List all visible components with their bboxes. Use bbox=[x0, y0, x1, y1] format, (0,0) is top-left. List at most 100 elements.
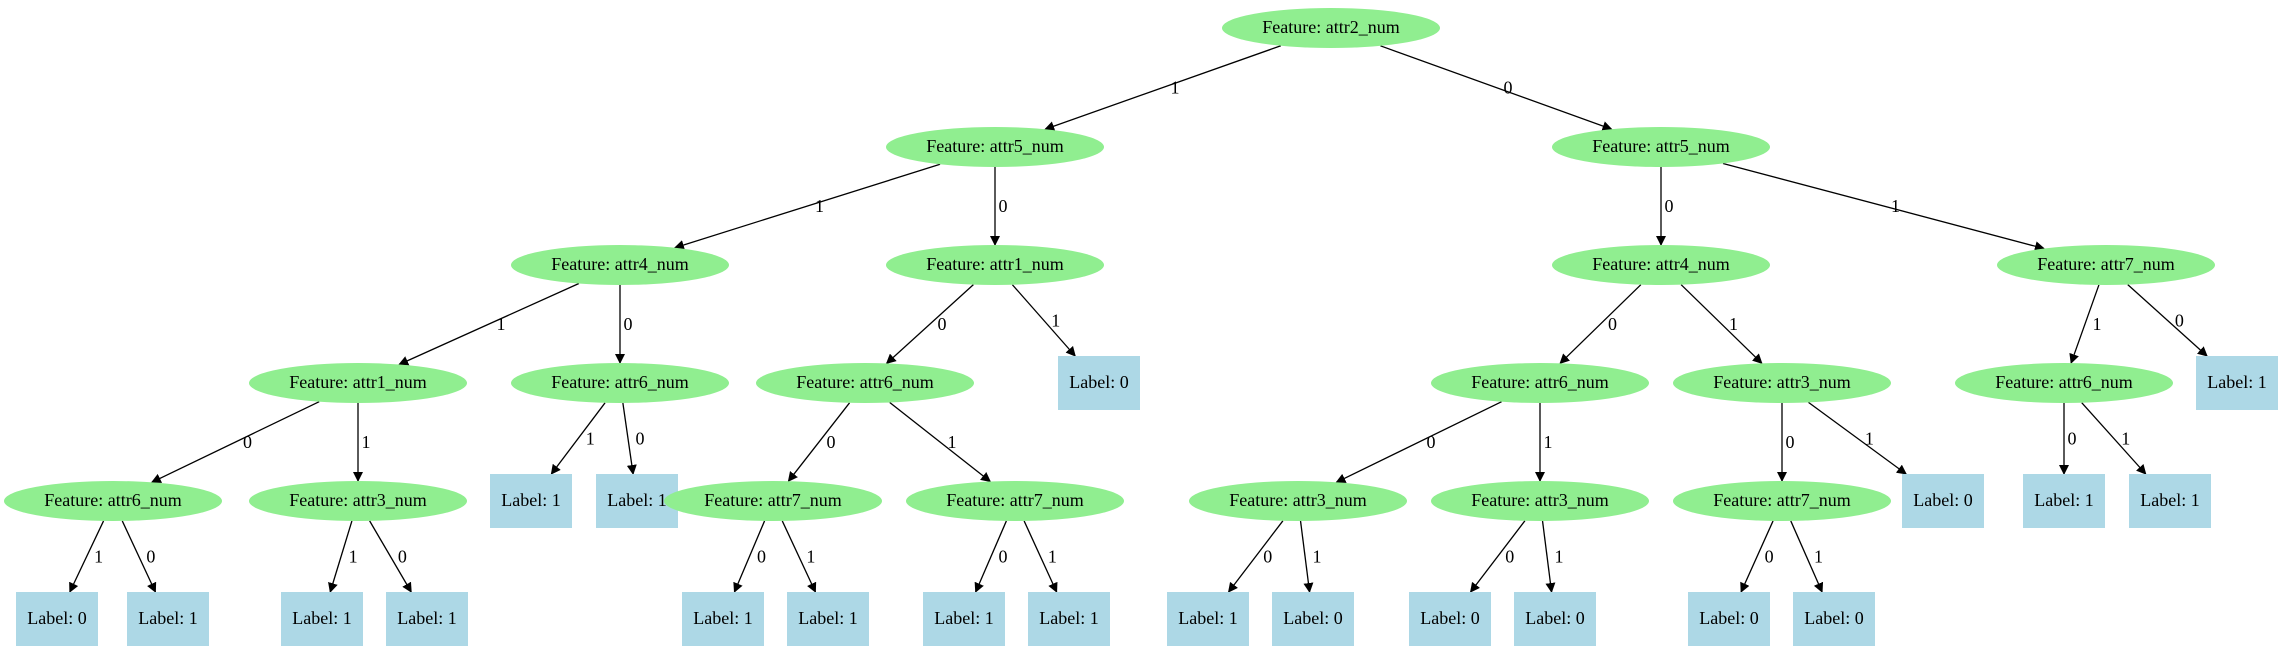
feature-node-ellipse bbox=[511, 363, 729, 403]
node-text: Label: 1 bbox=[1039, 608, 1098, 628]
label-node-box bbox=[2129, 474, 2211, 528]
node-text: Feature: attr3_num bbox=[289, 490, 426, 510]
label-node: Label: 1 bbox=[682, 592, 764, 646]
label-node: Label: 1 bbox=[923, 592, 1005, 646]
node-text: Feature: attr3_num bbox=[1713, 372, 1850, 392]
node-text: Feature: attr3_num bbox=[1471, 490, 1608, 510]
node-text: Feature: attr6_num bbox=[796, 372, 933, 392]
edge-label: 0 bbox=[938, 314, 947, 334]
tree-edge-n20-n34 bbox=[1023, 520, 1058, 593]
label-node-box bbox=[1058, 356, 1140, 410]
tree-edge-n15-n28 bbox=[121, 520, 157, 593]
tree-edge-n3-n7 bbox=[398, 282, 580, 366]
edge-label: 0 bbox=[2068, 429, 2077, 449]
tree-edge-n9-n19 bbox=[787, 402, 851, 482]
edge-label: 1 bbox=[2093, 314, 2102, 334]
node-text: Feature: attr1_num bbox=[289, 372, 426, 392]
feature-node-ellipse bbox=[1431, 481, 1649, 521]
label-node-box bbox=[682, 592, 764, 646]
tree-edge-n8-n17 bbox=[550, 402, 606, 475]
node-text: Label: 0 bbox=[1804, 608, 1863, 628]
node-text: Feature: attr5_num bbox=[926, 136, 1063, 156]
node-text: Label: 0 bbox=[1913, 490, 1972, 510]
feature-node-ellipse bbox=[906, 481, 1124, 521]
node-text: Feature: attr5_num bbox=[1592, 136, 1729, 156]
edge-label: 0 bbox=[1665, 196, 1674, 216]
feature-node: Feature: attr4_num bbox=[511, 245, 729, 285]
node-text: Feature: attr7_num bbox=[2037, 254, 2174, 274]
feature-node-ellipse bbox=[1552, 127, 1770, 167]
label-node-box bbox=[787, 592, 869, 646]
tree-edge-n20-n33 bbox=[974, 520, 1007, 593]
feature-node: Feature: attr4_num bbox=[1552, 245, 1770, 285]
feature-node: Feature: attr1_num bbox=[886, 245, 1104, 285]
feature-node: Feature: attr3_num bbox=[1189, 481, 1407, 521]
tree-edge-n23-n40 bbox=[1790, 520, 1824, 593]
edge-label: 1 bbox=[815, 196, 824, 216]
tree-edge-n21-n35 bbox=[1227, 520, 1284, 593]
tree-edge-n5-n12 bbox=[1680, 284, 1763, 365]
tree-edge-n21-n36 bbox=[1299, 520, 1314, 593]
node-text: Label: 1 bbox=[2034, 490, 2093, 510]
label-node: Label: 1 bbox=[1167, 592, 1249, 646]
node-text: Label: 1 bbox=[798, 608, 857, 628]
tree-edge-n22-n37 bbox=[1469, 520, 1526, 593]
tree-edge-n8-n18 bbox=[622, 402, 637, 475]
node-text: Feature: attr7_num bbox=[704, 490, 841, 510]
edge-label: 0 bbox=[1765, 547, 1774, 567]
label-node-box bbox=[386, 592, 468, 646]
feature-node: Feature: attr6_num bbox=[756, 363, 974, 403]
feature-node-ellipse bbox=[249, 481, 467, 521]
node-text: Label: 1 bbox=[397, 608, 456, 628]
node-text: Feature: attr4_num bbox=[551, 254, 688, 274]
label-node: Label: 0 bbox=[1688, 592, 1770, 646]
tree-edge-n16-n30 bbox=[369, 520, 412, 593]
tree-edge-n13-n26 bbox=[2081, 402, 2147, 475]
feature-node: Feature: attr7_num bbox=[1673, 481, 1891, 521]
edge-label: 1 bbox=[1048, 547, 1057, 567]
tree-edge-n19-n31 bbox=[733, 520, 766, 593]
tree-edge-n11-n21 bbox=[1335, 401, 1502, 483]
edge-label: 1 bbox=[1544, 432, 1553, 452]
feature-node-ellipse bbox=[1222, 8, 1440, 48]
feature-node-ellipse bbox=[4, 481, 222, 521]
node-text: Feature: attr2_num bbox=[1262, 17, 1399, 37]
edge-label: 1 bbox=[497, 314, 506, 334]
tree-edge-n2-n6 bbox=[1722, 162, 2045, 252]
label-node: Label: 0 bbox=[16, 592, 98, 646]
feature-node: Feature: attr5_num bbox=[886, 127, 1104, 167]
label-node-box bbox=[1902, 474, 1984, 528]
node-text: Label: 1 bbox=[607, 490, 666, 510]
label-node-box bbox=[1514, 592, 1596, 646]
edge-label: 1 bbox=[94, 547, 103, 567]
edge-label: 0 bbox=[999, 547, 1008, 567]
tree-edge-n4-n9 bbox=[885, 284, 974, 365]
label-node: Label: 0 bbox=[1793, 592, 1875, 646]
edge-label: 0 bbox=[243, 432, 252, 452]
tree-edge-n23-n39 bbox=[1740, 520, 1774, 593]
feature-node-ellipse bbox=[511, 245, 729, 285]
tree-edge-n19-n32 bbox=[781, 520, 817, 593]
node-text: Feature: attr7_num bbox=[1713, 490, 1850, 510]
node-text: Feature: attr3_num bbox=[1229, 490, 1366, 510]
label-node: Label: 1 bbox=[281, 592, 363, 646]
label-node: Label: 1 bbox=[1028, 592, 1110, 646]
node-text: Label: 1 bbox=[934, 608, 993, 628]
edge-label: 1 bbox=[349, 547, 358, 567]
feature-node-ellipse bbox=[886, 245, 1104, 285]
label-node-box bbox=[1688, 592, 1770, 646]
feature-node: Feature: attr7_num bbox=[1997, 245, 2215, 285]
node-text: Label: 0 bbox=[1699, 608, 1758, 628]
edge-label: 0 bbox=[1504, 78, 1513, 98]
tree-edge-n15-n27 bbox=[69, 520, 105, 593]
edge-label: 0 bbox=[2175, 310, 2184, 330]
label-node-box bbox=[1409, 592, 1491, 646]
feature-node-ellipse bbox=[886, 127, 1104, 167]
label-node: Label: 1 bbox=[787, 592, 869, 646]
feature-node-ellipse bbox=[664, 481, 882, 521]
edge-label: 1 bbox=[806, 547, 815, 567]
edge-label: 0 bbox=[1427, 432, 1436, 452]
